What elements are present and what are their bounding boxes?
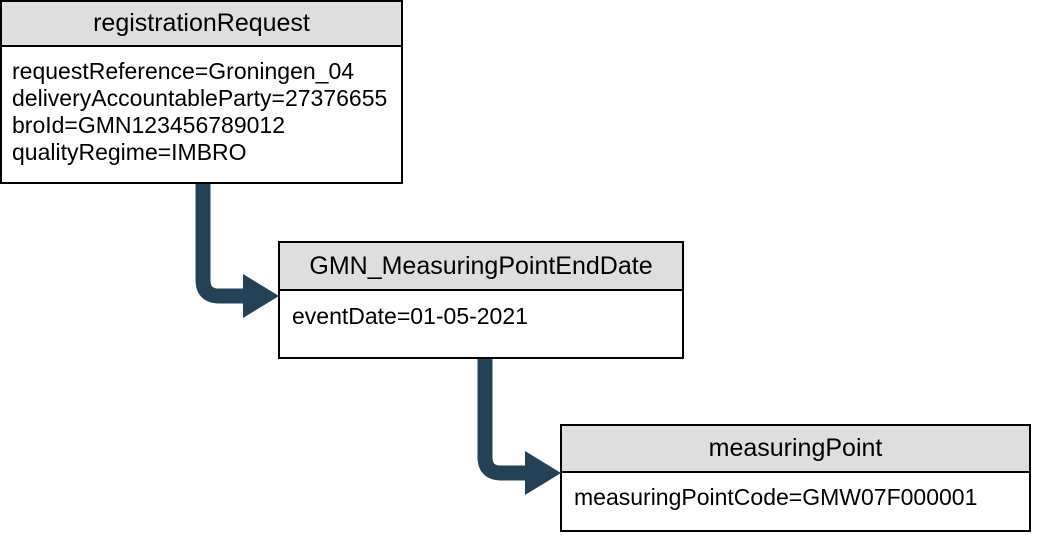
attribute-row: qualityRegime=IMBRO [12,139,247,165]
object-node-measuring-point-end-date[interactable]: GMN_MeasuringPointEndDate eventDate=01-0… [278,241,684,359]
object-node-attributes: requestReference=Groningen_04 deliveryAc… [2,47,401,182]
connector-line [477,358,527,481]
object-node-measuring-point[interactable]: measuringPoint measuringPointCode=GMW07F… [560,424,1031,532]
attribute-row: measuringPointCode=GMW07F000001 [574,484,978,510]
connector-registration-to-enddate [195,182,279,318]
object-node-header: registrationRequest [2,2,401,47]
object-node-attributes: eventDate=01-05-2021 [280,291,682,357]
arrowhead-icon [243,274,279,318]
object-node-registration-request[interactable]: registrationRequest requestReference=Gro… [0,0,403,184]
attribute-row: deliveryAccountableParty=27376655 [12,85,388,111]
attribute-row: requestReference=Groningen_04 [12,58,355,84]
attribute-row: broId=GMN123456789012 [12,112,286,138]
attribute-row: eventDate=01-05-2021 [292,303,528,329]
object-node-attributes: measuringPointCode=GMW07F000001 [562,473,1029,530]
arrowhead-icon [525,451,561,495]
object-node-header: GMN_MeasuringPointEndDate [280,243,682,291]
connector-line [195,182,245,304]
object-node-header: measuringPoint [562,426,1029,473]
connector-enddate-to-measuringpoint [477,358,561,495]
